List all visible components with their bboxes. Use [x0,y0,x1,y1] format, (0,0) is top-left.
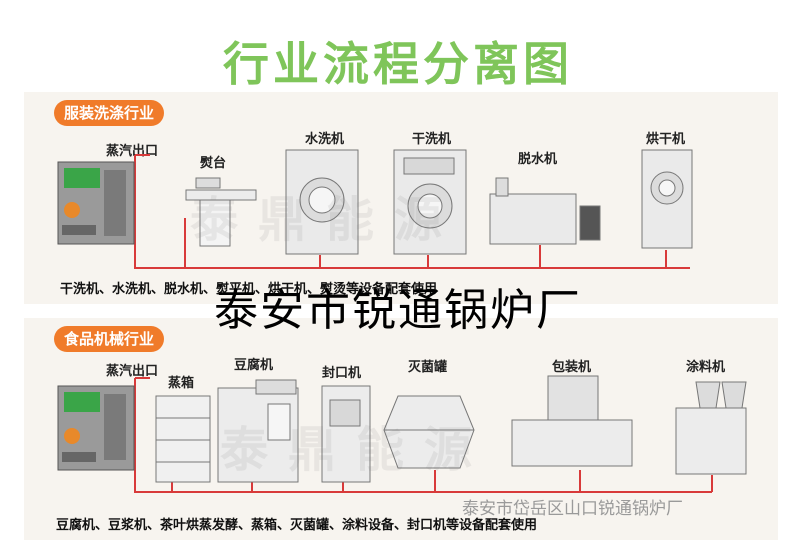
company-name: 泰安市锐通锅炉厂 [214,285,582,336]
machine-label-packager: 包装机 [552,360,592,375]
page-title: 行业流程分离图 [223,37,573,91]
washer-illustration [285,149,359,255]
sealer-illustration [321,385,371,483]
section-food-caption: 豆腐机、豆浆机、茶叶烘蒸发酵、蒸箱、灭菌罐、涂料设备、封口机等设备配套使用 [56,518,538,533]
packager-illustration [511,375,633,467]
section-food-badge: 食品机械行业 [54,326,165,352]
machine-label-ironing-table: 熨台 [200,156,227,171]
ironing-table-illustration [185,177,257,247]
machine-label-tumble-dryer: 烘干机 [646,132,686,147]
machine-label-sterilizer: 灭菌罐 [408,360,448,375]
tofu-machine-illustration [217,379,299,483]
machine-label-tofu-machine: 豆腐机 [234,358,274,373]
section-garment-caption: 干洗机、水洗机、脱水机、熨平机、烘干机、熨烫等设备配套使用 [60,282,438,297]
steam-outlet-label-2: 蒸汽出口 [106,364,159,379]
machine-label-dry-cleaner: 干洗机 [412,132,452,147]
watermark-1: 泰鼎能源 [190,192,463,248]
steam-pipe-1 [134,155,690,269]
machine-label-spin-dryer: 脱水机 [518,152,558,167]
machine-label-washer: 水洗机 [305,132,345,147]
coater-illustration [675,381,747,475]
steamer-illustration [155,395,211,483]
sterilizer-illustration [383,395,475,469]
steam-boiler-2 [57,385,135,471]
machine-label-steamer: 蒸箱 [168,376,195,391]
spin-dryer-illustration [489,177,601,245]
dry-cleaner-illustration [393,149,467,255]
watermark-2: 泰鼎能源 [220,422,493,478]
steam-pipe-2 [134,378,712,493]
tumble-dryer-illustration [641,149,693,249]
footer-text: 泰安市岱岳区山口锐通锅炉厂 [462,499,683,519]
machine-label-coater: 涂料机 [686,360,726,375]
machine-label-sealer: 封口机 [322,366,362,381]
steam-boiler-1 [57,161,135,245]
section-garment-badge: 服装洗涤行业 [54,100,165,126]
